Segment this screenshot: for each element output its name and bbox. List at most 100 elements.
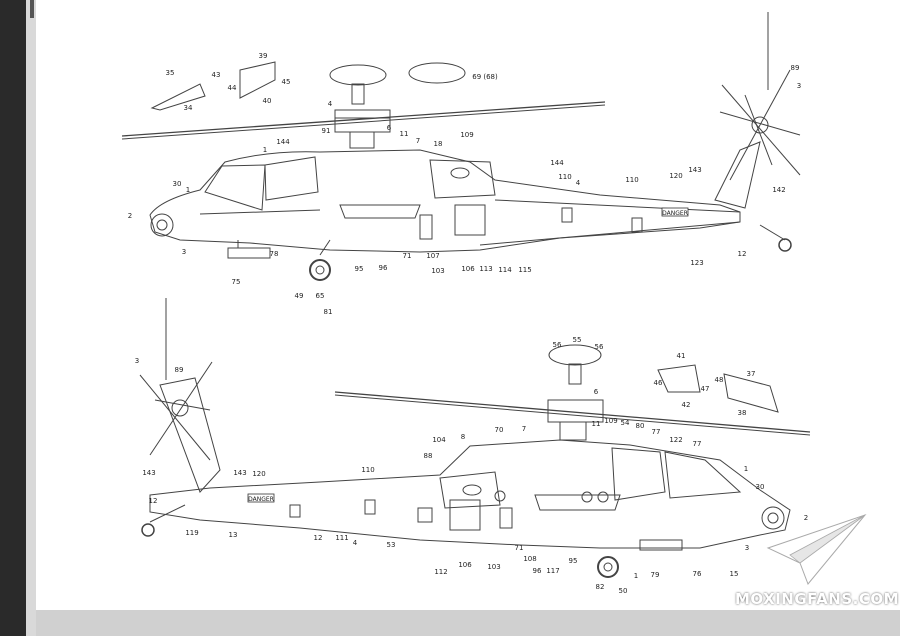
callout-label: 112 <box>434 568 447 576</box>
callout-label: 120 <box>252 470 265 478</box>
top-helicopter <box>121 12 801 281</box>
callout-label: 108 <box>523 555 536 563</box>
callout-label: 107 <box>426 252 439 260</box>
callout-label: 110 <box>558 173 571 181</box>
callout-label: 1 <box>744 465 748 473</box>
callout-label: 6 <box>387 124 392 132</box>
callout-label: 119 <box>185 529 198 537</box>
callout-label: 39 <box>259 52 268 60</box>
callout-label: 80 <box>636 422 645 430</box>
callout-label: 89 <box>791 64 800 72</box>
callout-label: 45 <box>282 78 291 86</box>
callout-label: 111 <box>335 534 348 542</box>
callout-label: 35 <box>166 69 175 77</box>
callout-label: 106 <box>458 561 472 569</box>
callout-label: 71 <box>403 252 412 260</box>
callout-label: 113 <box>479 265 492 273</box>
callout-label: 70 <box>495 426 504 434</box>
callout-label: 46 <box>654 379 663 387</box>
callout-label: 143 <box>233 469 246 477</box>
callout-label: 81 <box>324 308 333 316</box>
callout-label: 8 <box>461 433 465 441</box>
callout-label: 96 <box>379 264 388 272</box>
callout-label: 76 <box>693 570 702 578</box>
callout-label: 115 <box>518 266 531 274</box>
callout-label: 12 <box>738 250 747 258</box>
callout-label: 3 <box>182 248 186 256</box>
callout-label: 7 <box>416 137 420 145</box>
paper-plane-logo-icon <box>766 513 867 585</box>
callout-label: 43 <box>212 71 221 79</box>
callout-label: 4 <box>328 100 333 108</box>
callout-label: 56 <box>595 343 604 351</box>
callout-label: 75 <box>232 278 241 286</box>
callout-label: 122 <box>669 436 682 444</box>
callout-label: 106 <box>461 265 475 273</box>
callout-label: 104 <box>432 436 446 444</box>
callout-label: 3 <box>745 544 749 552</box>
callout-label: 3 <box>135 357 139 365</box>
callout-label: 1 <box>263 146 267 154</box>
callout-label: 3 <box>797 82 801 90</box>
callout-label: 143 <box>142 469 155 477</box>
callout-label: 30 <box>756 483 765 491</box>
danger-label-bottom: DANGER <box>248 496 274 503</box>
callout-label: 79 <box>651 571 660 579</box>
callout-label: 56 <box>553 341 562 349</box>
callout-label: 91 <box>322 127 331 135</box>
callout-label: 1 <box>186 186 190 194</box>
callout-label: 7 <box>522 425 526 433</box>
callout-label: 34 <box>184 104 193 112</box>
callout-label: 103 <box>487 563 500 571</box>
callout-label: 11 <box>400 130 409 138</box>
callout-label: 49 <box>295 292 304 300</box>
callout-label: 95 <box>569 557 578 565</box>
callout-label: 96 <box>533 567 542 575</box>
bottom-callouts: 3 89 143 12 119 143 120 13 110 12 111 4 … <box>135 336 808 595</box>
callout-label: 95 <box>355 265 364 273</box>
danger-label-top: DANGER <box>662 210 688 217</box>
callout-label: 143 <box>688 166 701 174</box>
callout-label: 48 <box>715 376 724 384</box>
callout-label: 15 <box>730 570 739 578</box>
callout-label: 37 <box>747 370 756 378</box>
callout-label: 12 <box>149 497 158 505</box>
callout-label: 78 <box>270 250 279 258</box>
callout-label: 30 <box>173 180 182 188</box>
callout-label: 117 <box>546 567 559 575</box>
callout-label: 69 (68) <box>472 73 498 81</box>
callout-label: 53 <box>387 541 396 549</box>
callout-label: 47 <box>701 385 710 393</box>
callout-label: 82 <box>596 583 605 591</box>
callout-label: 103 <box>431 267 444 275</box>
callout-label: 89 <box>175 366 184 374</box>
callout-label: 42 <box>682 401 691 409</box>
callout-label: 55 <box>573 336 582 344</box>
callout-label: 44 <box>228 84 237 92</box>
callout-label: 120 <box>669 172 682 180</box>
bottom-helicopter <box>139 298 811 578</box>
callout-label: 40 <box>263 97 272 105</box>
callout-label: 114 <box>498 266 512 274</box>
callout-label: 50 <box>619 587 628 595</box>
callout-label: 144 <box>550 159 564 167</box>
callout-label: 109 <box>604 417 617 425</box>
callout-label: 38 <box>738 409 747 417</box>
callout-label: 18 <box>434 140 443 148</box>
callout-label: 12 <box>314 534 323 542</box>
callout-label: 6 <box>594 388 599 396</box>
callout-label: 2 <box>128 212 132 220</box>
top-callouts: 35 43 44 34 39 45 40 69 (68) 4 1 6 11 7 … <box>128 52 801 316</box>
callout-label: 77 <box>693 440 702 448</box>
callout-label: 4 <box>576 179 581 187</box>
callout-label: 11 <box>592 420 601 428</box>
callout-label: 88 <box>424 452 433 460</box>
callout-label: 142 <box>772 186 785 194</box>
callout-label: 41 <box>677 352 686 360</box>
callout-label: 1 <box>634 572 638 580</box>
callout-label: 109 <box>460 131 473 139</box>
callout-label: 110 <box>625 176 638 184</box>
callout-label: 4 <box>353 539 358 547</box>
callout-label: 65 <box>316 292 325 300</box>
